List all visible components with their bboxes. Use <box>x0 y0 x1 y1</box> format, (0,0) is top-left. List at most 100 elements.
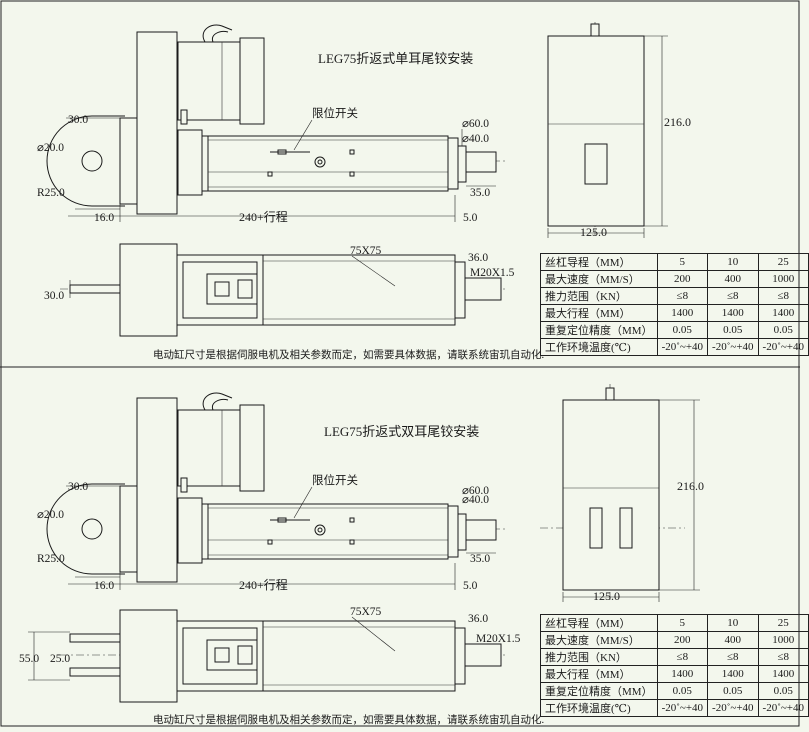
pin-hole-lower <box>81 518 103 540</box>
spec-label: 推力范围（KN） <box>540 287 658 305</box>
spec-label: 最大速度（MM/S） <box>540 270 658 288</box>
svg-text:⌀20.0: ⌀20.0 <box>37 509 64 521</box>
spec-row: 工作环境温度(℃)-20˚~+40-20˚~+40-20˚~+40 <box>540 699 809 717</box>
spec-label: 最大行程（MM） <box>540 665 658 683</box>
double-ear-lower <box>69 667 127 677</box>
spec-label: 重复定位精度（MM） <box>540 321 658 339</box>
spec-value: 1400 <box>656 665 709 683</box>
svg-text:240+行程: 240+行程 <box>239 577 288 592</box>
end-view-outline <box>547 35 645 227</box>
svg-text:⌀60.0: ⌀60.0 <box>462 485 489 497</box>
double-ear-upper <box>69 633 127 643</box>
spec-value: 400 <box>707 631 759 649</box>
top-side-view: 30.0 ⌀20.0 R25.0 16.0 240+行程 5.0 限位开关 ⌀6… <box>37 24 505 224</box>
svg-text:⌀60.0: ⌀60.0 <box>462 118 489 130</box>
svg-text:R25.0: R25.0 <box>37 553 65 565</box>
spec-value: 200 <box>656 270 709 288</box>
spec-value: -20˚~+40 <box>707 699 759 717</box>
note-top: 电动缸尺寸是根据伺服电机及相关参数而定，如需要具体数据，请联系统宙玑自动化. <box>153 350 545 361</box>
spec-value: 0.05 <box>656 321 709 339</box>
svg-text:5.0: 5.0 <box>463 580 478 592</box>
spec-value: ≤8 <box>656 648 709 666</box>
dim-pin-diameter: ⌀20.0 <box>37 142 64 154</box>
dim-ear-radius: R25.0 <box>37 187 65 199</box>
spec-value: 0.05 <box>757 682 809 700</box>
bottom-plan-view: 75X75 36.0 M20X1.5 55.0 25.0 <box>19 606 521 703</box>
svg-text:限位开关: 限位开关 <box>312 473 358 487</box>
svg-text:5.0: 5.0 <box>463 212 478 224</box>
spec-value: 1400 <box>757 665 809 683</box>
spec-value: -20˚~+40 <box>656 338 709 356</box>
top-section: LEG75折返式单耳尾铰安装 <box>37 22 691 337</box>
svg-text:⌀40.0: ⌀40.0 <box>462 494 489 506</box>
spec-value: ≤8 <box>757 648 809 666</box>
spec-label: 重复定位精度（MM） <box>540 682 658 700</box>
svg-text:36.0: 36.0 <box>468 613 488 625</box>
spec-value: 400 <box>707 270 759 288</box>
dim-stroke: 240+行程 <box>239 209 288 224</box>
spec-row: 推力范围（KN）≤8≤8≤8 <box>540 648 809 666</box>
cylinder-body <box>207 135 449 192</box>
spec-value: -20˚~+40 <box>757 338 809 356</box>
spec-value: 1400 <box>707 665 759 683</box>
spec-value: ≤8 <box>707 287 759 305</box>
svg-text:35.0: 35.0 <box>470 187 490 199</box>
svg-text:⌀40.0: ⌀40.0 <box>462 133 489 145</box>
spec-value: ≤8 <box>656 287 709 305</box>
rear-housing <box>136 31 178 215</box>
rear-housing-lower <box>136 397 178 583</box>
piston-rod <box>465 151 497 173</box>
spec-value: 10 <box>707 614 759 632</box>
top-plan-view: 75X75 36.0 M20X1.5 30.0 <box>44 243 515 337</box>
rear-housing-top <box>119 243 178 337</box>
spec-label: 推力范围（KN） <box>540 648 658 666</box>
dim-width: 125.0 <box>580 225 607 239</box>
svg-text:75X75: 75X75 <box>350 606 382 618</box>
dim-height: 216.0 <box>664 115 691 129</box>
top-end-view: 216.0 125.0 <box>547 22 691 239</box>
dim-square: 75X75 <box>350 245 382 257</box>
spec-value: 0.05 <box>707 682 759 700</box>
top-title: LEG75折返式单耳尾铰安装 <box>318 51 473 66</box>
svg-text:216.0: 216.0 <box>677 479 704 493</box>
pin-hole <box>81 150 103 172</box>
spec-row: 工作环境温度(℃)-20˚~+40-20˚~+40-20˚~+40 <box>540 338 809 356</box>
svg-text:30.0: 30.0 <box>68 114 88 126</box>
spec-value: 1000 <box>757 631 809 649</box>
spec-value: 5 <box>656 253 709 271</box>
spec-value: 25 <box>757 253 809 271</box>
note-bottom: 电动缸尺寸是根据伺服电机及相关参数而定，如需要具体数据，请联系统宙玑自动化. <box>153 715 545 726</box>
spec-value: 0.05 <box>757 321 809 339</box>
spec-value: 0.05 <box>707 321 759 339</box>
svg-text:30.0: 30.0 <box>44 290 64 302</box>
svg-text:M20X1.5: M20X1.5 <box>476 633 521 645</box>
svg-text:16.0: 16.0 <box>94 580 114 592</box>
spec-label: 最大速度（MM/S） <box>540 631 658 649</box>
spec-label: 最大行程（MM） <box>540 304 658 322</box>
spec-value: -20˚~+40 <box>757 699 809 717</box>
limit-switch-label: 限位开关 <box>312 106 358 120</box>
spec-value: 0.05 <box>656 682 709 700</box>
dim-ear-gap: 25.0 <box>50 653 70 665</box>
spec-value: ≤8 <box>707 648 759 666</box>
spec-value: 200 <box>656 631 709 649</box>
spec-value: 10 <box>707 253 759 271</box>
spec-label: 丝杠导程（MM） <box>540 253 658 271</box>
spec-value: 1400 <box>707 304 759 322</box>
spec-value: 5 <box>656 614 709 632</box>
spec-value: -20˚~+40 <box>707 338 759 356</box>
svg-text:30.0: 30.0 <box>68 481 88 493</box>
bottom-end-view: 216.0 125.0 <box>540 384 704 603</box>
svg-text:16.0: 16.0 <box>94 212 114 224</box>
